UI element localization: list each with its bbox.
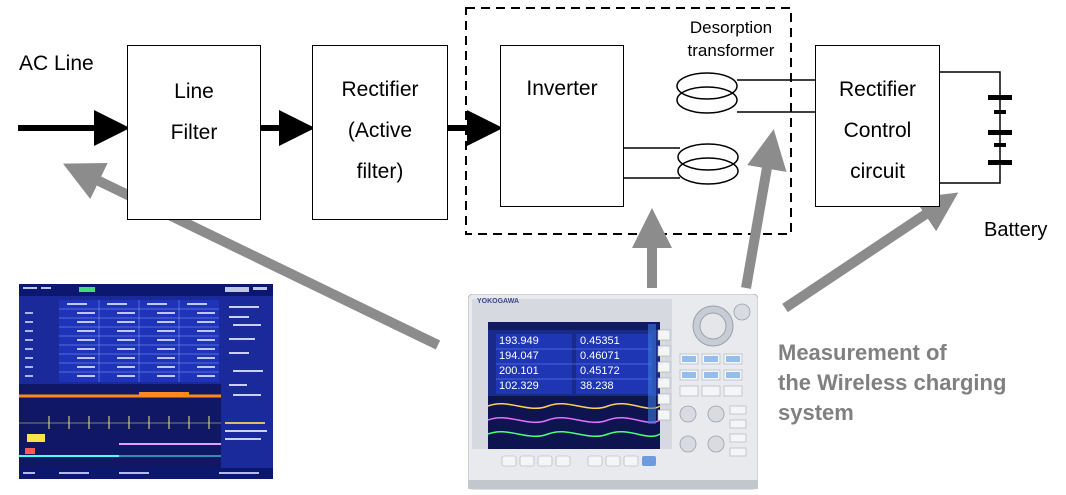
- line-filter-box: [127, 45, 261, 220]
- transformer-coil-primary: [677, 143, 739, 185]
- reading-2-a: 200.101: [499, 365, 539, 377]
- transformer-label-2: transformer: [687, 41, 775, 60]
- measurement-line-2: the Wireless charging: [778, 370, 1007, 395]
- rectifier-control-label-3: circuit: [850, 160, 905, 183]
- battery-wires: [940, 71, 1001, 184]
- line-filter-label-2: Filter: [170, 121, 218, 144]
- measurement-caption: Measurement of the Wireless charging sys…: [778, 338, 1006, 428]
- reading-1-a: 194.047: [499, 350, 539, 362]
- rectifier-active-label-3: filter): [356, 160, 404, 183]
- reading-2-b: 0.45172: [580, 365, 620, 377]
- rectifier-control-box: [815, 45, 940, 207]
- reading-0-b: 0.45351: [580, 335, 620, 347]
- battery-label: Battery: [984, 219, 1048, 241]
- reading-1-b: 0.46071: [580, 350, 620, 362]
- reading-3-a: 102.329: [499, 380, 539, 392]
- line-filter-label-1: Line: [174, 80, 214, 103]
- reading-0-a: 193.949: [499, 335, 539, 347]
- rectifier-active-box: [312, 45, 448, 220]
- measurement-line-1: Measurement of: [778, 340, 947, 365]
- ac-line-label: AC Line: [19, 52, 94, 75]
- battery-icon: [988, 95, 1012, 165]
- measure-arrow-transformer: [741, 129, 787, 289]
- rectifier-control-label-2: Control: [843, 119, 912, 142]
- rectifier-control-label-1: Rectifier: [838, 78, 917, 101]
- reading-3-b: 38.238: [580, 380, 614, 392]
- power-analyzer-instrument: [468, 294, 758, 490]
- measurement-line-3: system: [778, 400, 854, 425]
- transformer-label-1: Desorption: [689, 18, 773, 37]
- instrument-brand: YOKOGAWA: [477, 298, 520, 305]
- rectifier-active-label-2: (Active: [347, 119, 413, 142]
- inverter-box: [500, 45, 624, 207]
- transformer-coil-secondary: [676, 72, 738, 114]
- analyzer-screen-image: [19, 284, 273, 479]
- isolation-dashed-box: [465, 7, 792, 235]
- rectifier-active-label-1: Rectifier: [341, 78, 419, 101]
- inverter-label: Inverter: [526, 77, 598, 100]
- measure-arrow-rectifier-control: [782, 192, 959, 313]
